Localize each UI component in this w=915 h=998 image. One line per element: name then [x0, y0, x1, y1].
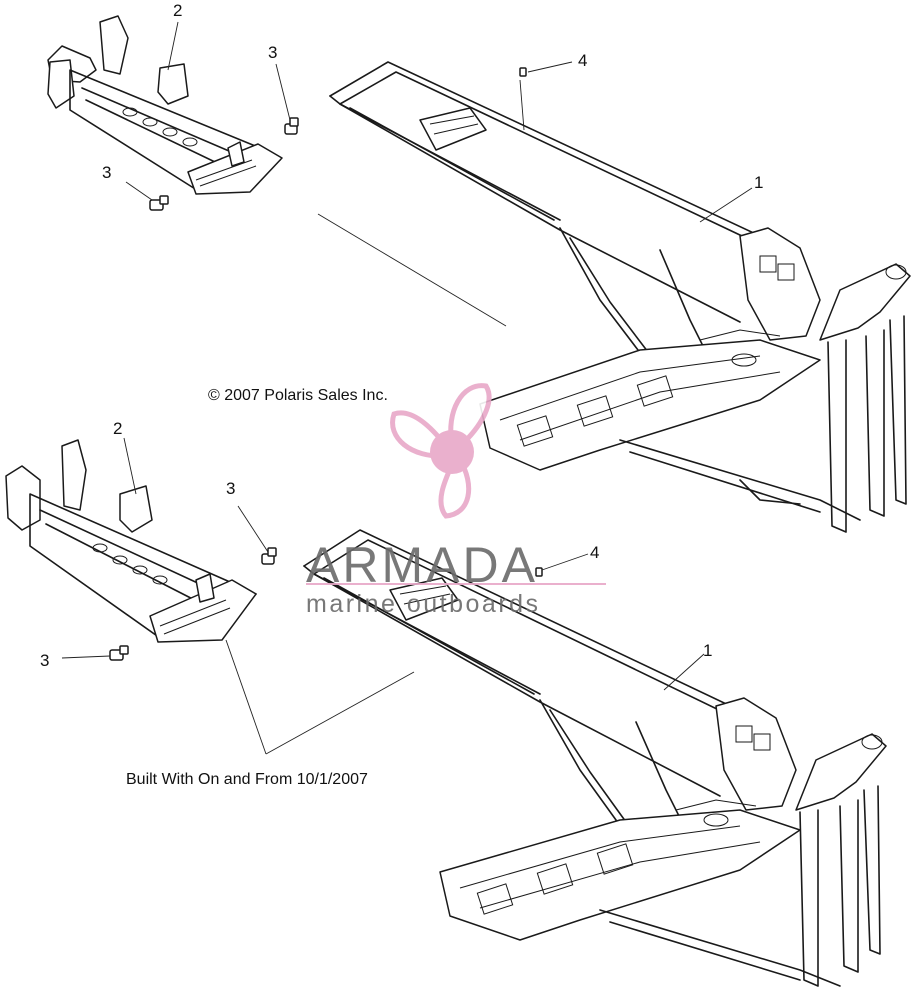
- callout-top-1: 1: [754, 173, 763, 192]
- watermark: ARMADA marine outboards: [306, 383, 606, 618]
- propeller-icon: [390, 383, 492, 519]
- built-note-text: Built With On and From 10/1/2007: [126, 771, 368, 788]
- callouts-top: 2 3 3 4 1: [102, 1, 763, 192]
- bottom-subframe: [5, 439, 257, 643]
- callout-bottom-3b: 3: [40, 651, 49, 670]
- bottom-fastener: [535, 567, 543, 577]
- bottom-main-frame: [303, 529, 887, 987]
- leader-lines: [61, 21, 753, 755]
- callouts-bottom: 2 3 3 4 1: [40, 419, 712, 670]
- callout-top-2: 2: [173, 1, 182, 20]
- callout-top-3b: 3: [102, 163, 111, 182]
- watermark-tagline: marine outboards: [306, 590, 541, 618]
- callout-bottom-2: 2: [113, 419, 122, 438]
- callout-bottom-1: 1: [703, 641, 712, 660]
- bottom-assembly: [5, 439, 887, 987]
- bottom-bolt-upper: [261, 547, 277, 565]
- callout-bottom-3a: 3: [226, 479, 235, 498]
- callout-bottom-4: 4: [590, 543, 599, 562]
- bottom-bolt-lower: [109, 645, 129, 661]
- top-assembly: [47, 15, 911, 533]
- callout-top-3a: 3: [268, 43, 277, 62]
- top-fastener: [519, 67, 527, 77]
- copyright-text: © 2007 Polaris Sales Inc.: [208, 387, 388, 404]
- top-main-frame: [329, 61, 911, 533]
- callout-top-4: 4: [578, 51, 587, 70]
- top-bolt-lower: [149, 195, 169, 211]
- top-bolt-upper: [284, 117, 299, 135]
- top-subframe: [47, 15, 283, 195]
